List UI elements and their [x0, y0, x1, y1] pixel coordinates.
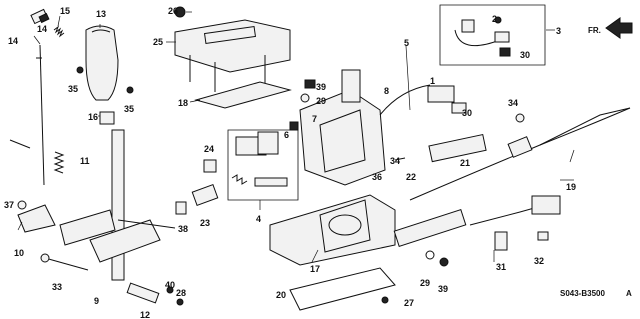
- callout-15: 15: [60, 6, 70, 16]
- callout-35-left: 35: [68, 84, 78, 94]
- callout-7: 7: [312, 114, 317, 124]
- callout-38: 38: [178, 224, 188, 234]
- callout-23: 23: [200, 218, 210, 228]
- callout-2: 2: [492, 14, 497, 24]
- callout-11: 11: [80, 156, 90, 166]
- callout-25: 25: [153, 37, 163, 47]
- callout-16: 16: [88, 112, 98, 122]
- callout-30-top: 30: [520, 50, 530, 60]
- callout-29-bottom: 29: [420, 278, 430, 288]
- solenoid-assembly-4: [227, 129, 299, 201]
- callout-17: 17: [310, 264, 320, 274]
- callout-14-rod: 14: [8, 36, 18, 46]
- callout-5: 5: [404, 38, 409, 48]
- callout-24: 24: [204, 144, 214, 154]
- interlock-unit: [393, 195, 561, 267]
- callout-6: 6: [284, 130, 289, 140]
- callout-39-bottom: 39: [438, 284, 448, 294]
- callout-33: 33: [52, 282, 62, 292]
- diagram-code-suffix: A: [626, 289, 632, 298]
- position-sensor: [300, 79, 467, 116]
- callout-9: 9: [94, 296, 99, 306]
- callout-32: 32: [534, 256, 544, 266]
- callout-27: 27: [404, 298, 414, 308]
- callout-29-top: 29: [316, 96, 326, 106]
- shift-base-assembly: [269, 69, 396, 311]
- callout-3: 3: [556, 26, 561, 36]
- shift-lever-assembly: [9, 8, 219, 306]
- callout-1: 1: [430, 76, 435, 86]
- callout-19: 19: [566, 182, 576, 192]
- callout-34-mid: 34: [390, 156, 400, 166]
- callout-12: 12: [140, 310, 150, 319]
- callout-34-right: 34: [508, 98, 518, 108]
- spring-15: [53, 25, 65, 38]
- callout-30-mid: 30: [462, 108, 472, 118]
- callout-13: 13: [96, 9, 106, 19]
- callout-4: 4: [256, 214, 261, 224]
- callout-26: 26: [168, 6, 178, 16]
- callout-35-right: 35: [124, 104, 134, 114]
- callout-36: 36: [372, 172, 382, 182]
- shift-knob-13: [85, 25, 119, 101]
- bolt-14: [30, 8, 50, 25]
- callout-28-left: 28: [176, 288, 186, 298]
- shift-cable-19: [394, 107, 631, 201]
- callout-21: 21: [460, 158, 470, 168]
- callout-22: 22: [406, 172, 416, 182]
- callout-31: 31: [496, 262, 506, 272]
- callout-40: 40: [165, 280, 175, 290]
- diagram-code-text: S043-B3500: [560, 289, 605, 298]
- callout-14: 14: [37, 24, 47, 34]
- callout-8: 8: [384, 86, 389, 96]
- harness-inset-3: [439, 4, 546, 66]
- front-label: FR.: [588, 26, 601, 35]
- indicator-panel: [174, 6, 292, 109]
- callout-37: 37: [4, 200, 14, 210]
- diagram-code: S043-B3500 A: [560, 289, 632, 298]
- callout-numbers: 14 14 15 13 26 25 35 35 16 18 11 24 37 1…: [4, 6, 576, 319]
- shift-lever-9: [59, 129, 176, 281]
- callout-20: 20: [276, 290, 286, 300]
- callout-10: 10: [14, 248, 24, 258]
- front-direction-indicator: FR.: [588, 17, 633, 39]
- callout-18: 18: [178, 98, 188, 108]
- callout-39-top: 39: [316, 82, 326, 92]
- leader-lines: [17, 11, 575, 263]
